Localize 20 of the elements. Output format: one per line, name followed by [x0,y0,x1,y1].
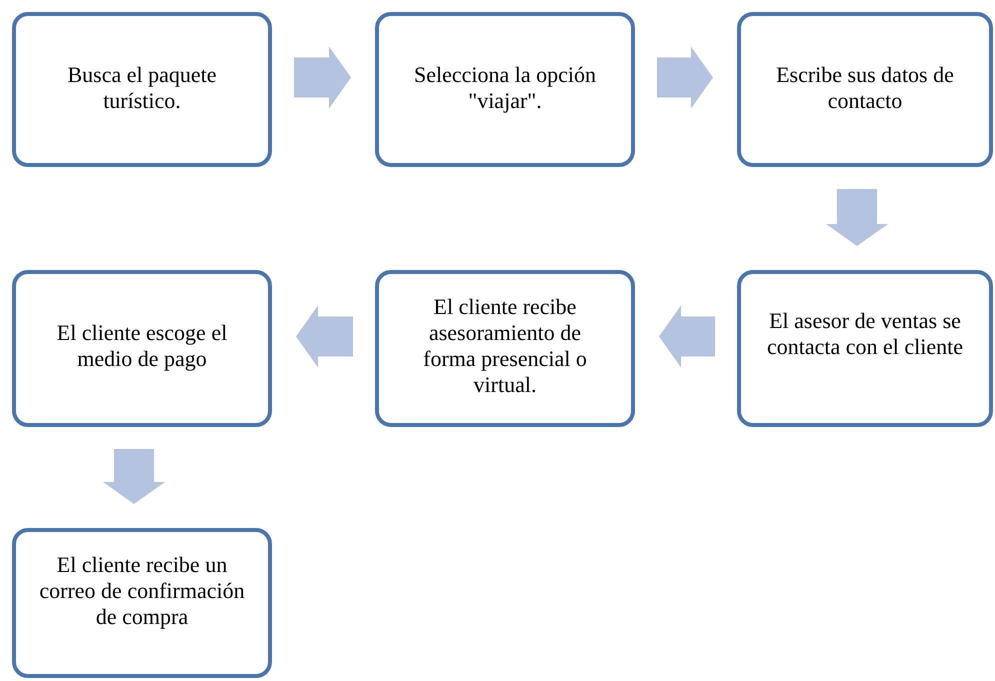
block-arrow [657,46,713,108]
box-text: Selecciona la opción "viajar". [412,62,598,114]
box-text: El asesor de ventas se contacta con el cliente [766,308,964,360]
process-box [12,12,272,167]
box-text: Escribe sus datos de contacto [775,62,955,114]
box-text: El cliente recibe un correo de confirmación de compra [38,552,246,630]
process-box [375,12,635,167]
block-arrow [296,306,353,368]
box-text: El cliente recibe asesoramiento de forma presencial o virtual. [422,294,588,398]
process-box [737,12,993,167]
box-text: Busca el paquete turístico. [66,62,218,114]
process-box [737,270,993,427]
box-text: El cliente escoge el medio de pago [56,320,228,372]
process-box [12,528,272,678]
block-arrow [659,306,715,368]
block-arrow [103,449,165,504]
block-arrow [294,46,351,108]
process-box [12,270,272,427]
process-box [375,270,635,427]
block-arrow [826,189,888,246]
